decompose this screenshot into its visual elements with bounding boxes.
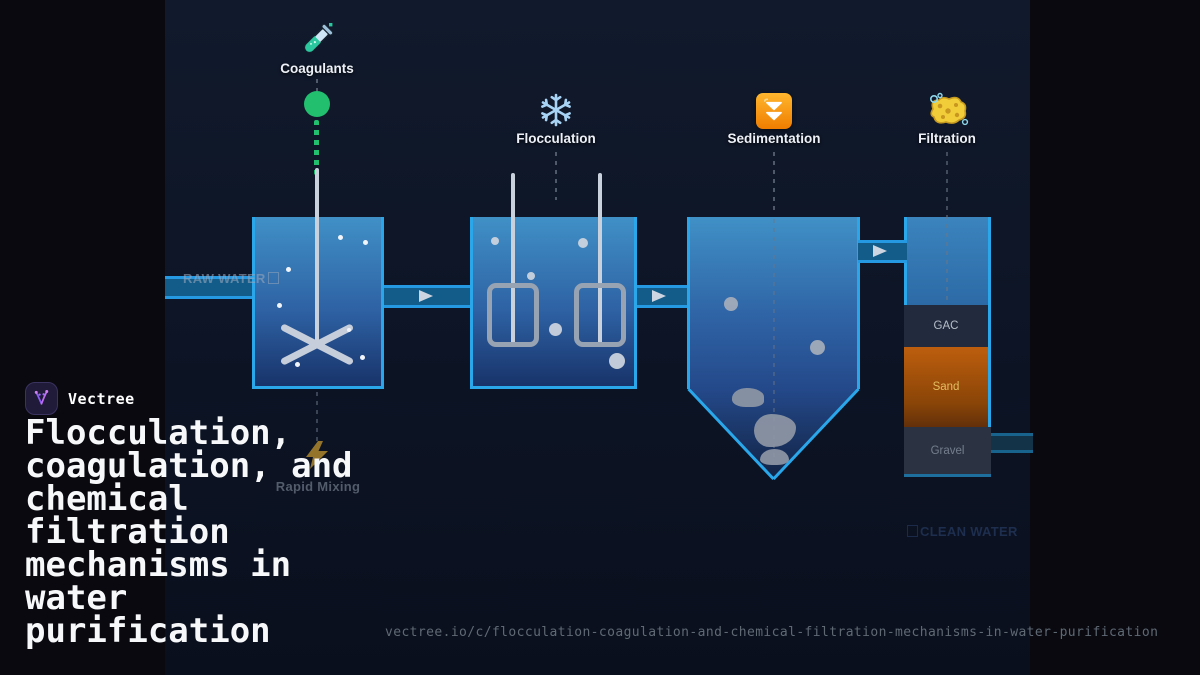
- sludge-blob: [732, 388, 764, 407]
- rapid-mixing-label: Rapid Mixing: [275, 479, 361, 494]
- test-tube-icon: [298, 20, 336, 65]
- flocculation-connector-dash: [555, 152, 557, 200]
- stage-label-sedimentation: Sedimentation: [727, 131, 821, 146]
- coagulant-dose-dot: [304, 91, 330, 117]
- bubble: [277, 303, 282, 308]
- flow-arrow-icon: [652, 290, 666, 302]
- sedimentation-tank: [687, 217, 860, 389]
- stage-label-coagulants: Coagulants: [280, 61, 354, 76]
- floc-particle: [609, 353, 625, 369]
- sponge-icon: [925, 92, 969, 135]
- mixer-shaft: [315, 168, 319, 348]
- page-title: Flocculation, coagulation, and chemical …: [25, 413, 353, 651]
- floc-particle: [527, 272, 535, 280]
- filter-layer-label: Sand: [932, 381, 960, 393]
- clean-water-outlet-pipe: [991, 433, 1033, 453]
- footer-url: vectree.io/c/flocculation-coagulation-an…: [385, 625, 1159, 640]
- snowflake-icon: [538, 92, 574, 133]
- lightning-bolt-icon: [303, 440, 331, 475]
- sedimentation-connector-dash: [773, 152, 775, 214]
- filter-layer-gravel: Gravel: [904, 427, 991, 477]
- filtration-connector-dash: [946, 152, 948, 300]
- bubble: [295, 362, 300, 367]
- missing-emoji-box: [907, 525, 918, 537]
- paddle-frame: [574, 283, 626, 347]
- bubble: [347, 328, 351, 332]
- flow-arrow-icon: [873, 245, 887, 257]
- floc-particle: [491, 237, 499, 245]
- flow-arrow-icon: [419, 290, 433, 302]
- filter-layer-label: GAC: [933, 320, 959, 332]
- filter-layer-label: Gravel: [930, 444, 965, 457]
- stage-label-filtration: Filtration: [918, 131, 976, 146]
- sludge-blob: [760, 449, 789, 465]
- bubble: [363, 240, 368, 245]
- raw-water-label: RAW WATER: [183, 271, 281, 286]
- floc-particle: [578, 238, 588, 248]
- bubble: [360, 355, 365, 360]
- brand-name: Vectree: [68, 390, 135, 408]
- settling-particle: [810, 340, 825, 355]
- clean-water-label: CLEAN WATER: [905, 524, 1018, 539]
- bubble: [338, 235, 343, 240]
- stage-label-flocculation: Flocculation: [516, 131, 596, 146]
- vectree-logo: [25, 382, 58, 415]
- sludge-blob: [754, 414, 796, 447]
- bubble: [286, 267, 291, 272]
- paddle-shaft: [511, 173, 515, 345]
- vectree-branch-icon: [34, 390, 49, 405]
- settling-particle: [724, 297, 738, 311]
- rapid-mixing-dash: [316, 392, 318, 442]
- filter-layer-gac: GAC: [904, 305, 991, 347]
- raw-water-pipe: [165, 276, 255, 299]
- missing-emoji-box: [267, 272, 279, 284]
- coagulants-connector-dash: [316, 79, 318, 93]
- sedimentation-settling-dash: [773, 219, 775, 459]
- paddle-shaft: [598, 173, 602, 345]
- paddle-frame: [487, 283, 539, 347]
- filter-layer-sand: Sand: [904, 347, 991, 427]
- double-down-arrows-icon: [756, 93, 792, 129]
- coagulant-dose-dash-line: [314, 120, 319, 175]
- floc-particle: [549, 323, 562, 336]
